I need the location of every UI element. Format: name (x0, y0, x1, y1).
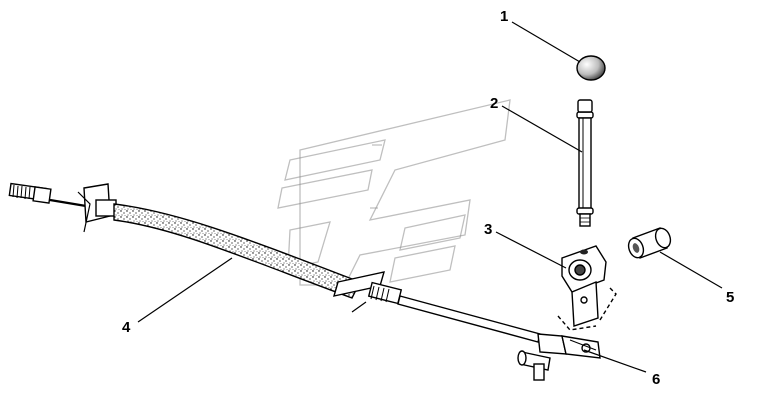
callout-6: 6 (652, 371, 660, 388)
shift-cable-assembly-icon (8, 182, 541, 343)
sleeve-bushing-icon (627, 227, 672, 259)
callout-3: 3 (484, 221, 492, 238)
shift-lever-rod-icon (576, 99, 594, 227)
clevis-fitting-icon (517, 333, 601, 381)
clamp-bracket-icon (557, 245, 617, 331)
leader-lines (137, 21, 723, 373)
callout-4: 4 (122, 319, 131, 336)
knob-ball-icon (576, 55, 606, 81)
callout-1: 1 (500, 8, 508, 25)
callout-2: 2 (490, 95, 498, 112)
callout-5: 5 (726, 289, 734, 306)
watermark-logo-icon (277, 99, 511, 286)
